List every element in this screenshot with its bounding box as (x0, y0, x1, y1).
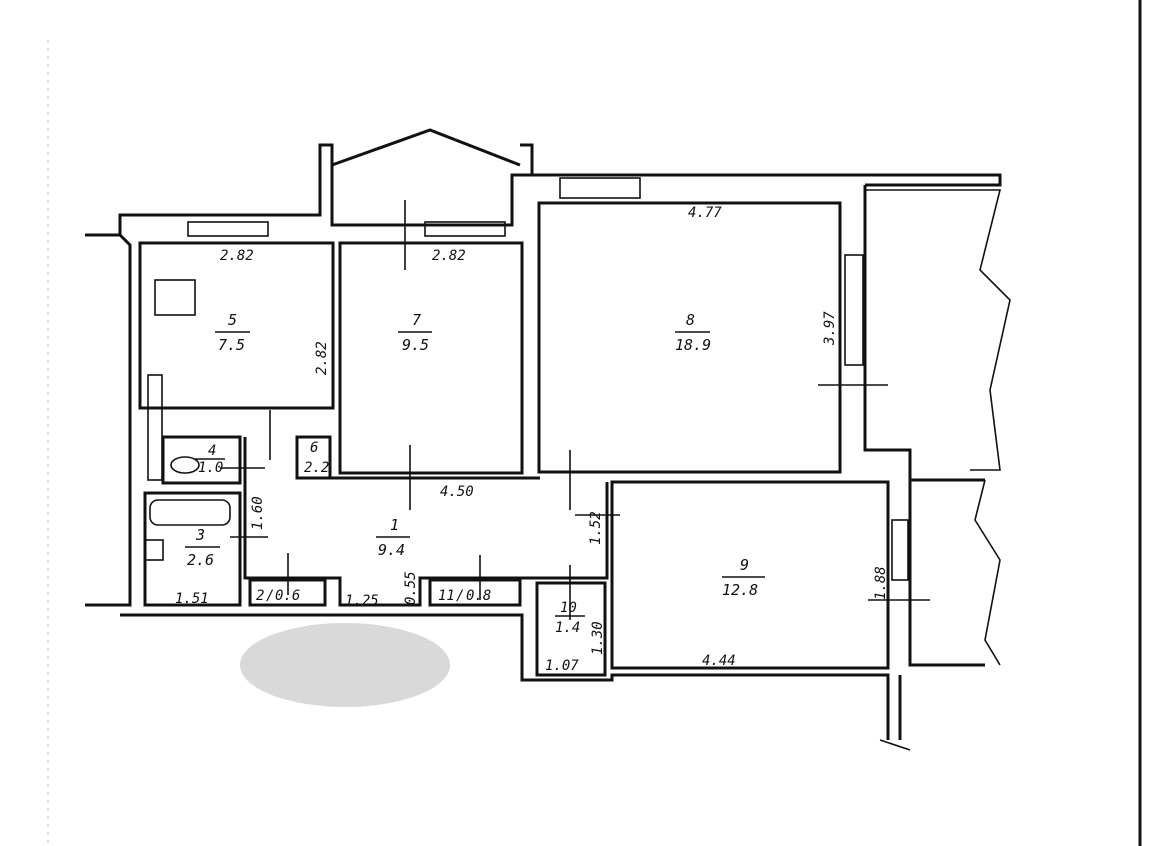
svg-text:10: 10 (560, 600, 577, 616)
svg-text:5: 5 (228, 311, 237, 329)
room-10-label: 101.4 (555, 600, 585, 636)
room-9-outline (610, 480, 890, 670)
svg-text:0.6: 0.6 (275, 588, 300, 604)
stove-icon (154, 279, 196, 316)
svg-text:0.55: 0.55 (403, 571, 419, 605)
svg-text:1.88: 1.88 (873, 566, 889, 600)
svg-text:9.4: 9.4 (378, 541, 405, 559)
svg-text:3: 3 (195, 526, 205, 544)
svg-text:/: / (266, 588, 274, 604)
room-8-outline (537, 201, 842, 474)
svg-text:1.52: 1.52 (588, 511, 604, 545)
room-7-outline (338, 241, 524, 475)
room-6-label: 62.2 (304, 440, 329, 476)
counter-icon (147, 374, 163, 481)
room-1-label: 19.4 (376, 516, 410, 559)
svg-text:4.50: 4.50 (440, 484, 474, 500)
svg-text:1.0: 1.0 (198, 460, 223, 476)
svg-text:2: 2 (256, 588, 264, 604)
svg-text:1.51: 1.51 (175, 591, 209, 607)
dimension-labels: 2.82 2.82 2.82 4.77 3.97 4.50 1.52 1.60 … (175, 205, 889, 674)
svg-text:2.82: 2.82 (314, 341, 330, 375)
room-labels: 57.5 79.5 818.9 912.8 19.4 32.6 41.0 62.… (185, 311, 765, 636)
svg-text:2.82: 2.82 (220, 248, 254, 264)
room-4-label: 41.0 (195, 443, 225, 476)
room-3-outline (143, 491, 242, 607)
svg-text:2.2: 2.2 (304, 460, 329, 476)
svg-text:2.6: 2.6 (187, 551, 214, 569)
svg-text:4.44: 4.44 (702, 653, 736, 669)
room-6-outline (295, 435, 332, 480)
svg-text:4: 4 (208, 443, 216, 459)
room-4-outline (161, 435, 242, 485)
svg-text:11: 11 (438, 588, 455, 604)
svg-text:1: 1 (390, 516, 399, 534)
svg-text:1.25: 1.25 (345, 593, 379, 609)
interior-rooms (85, 177, 930, 677)
smudge (240, 623, 450, 707)
room-9-label: 912.8 (722, 556, 765, 599)
bathtub-icon (149, 499, 231, 526)
svg-text:1.07: 1.07 (545, 658, 579, 674)
room-5-outline (138, 241, 335, 410)
room-10-outline (535, 581, 607, 677)
svg-text:1.30: 1.30 (590, 621, 606, 655)
svg-text:2.82: 2.82 (432, 248, 466, 264)
svg-text:7: 7 (412, 311, 421, 329)
room-7-label: 79.5 (398, 311, 432, 354)
svg-text:1.4: 1.4 (555, 620, 580, 636)
svg-text:1.60: 1.60 (250, 496, 266, 530)
svg-text:6: 6 (310, 440, 318, 456)
svg-text:9.5: 9.5 (402, 336, 429, 354)
svg-text:0.8: 0.8 (466, 588, 491, 604)
svg-text:/: / (456, 588, 464, 604)
exterior-walls (85, 128, 1011, 751)
toilet-icon (170, 456, 200, 474)
svg-text:7.5: 7.5 (218, 336, 245, 354)
svg-text:18.9: 18.9 (675, 336, 711, 354)
room-2-label: 2/0.6 (256, 588, 300, 604)
svg-text:8: 8 (686, 311, 695, 329)
svg-text:4.77: 4.77 (688, 205, 722, 221)
room-11-label: 11/0.8 (438, 588, 491, 604)
svg-text:3.97: 3.97 (822, 311, 838, 346)
room-11-outline (428, 578, 522, 607)
room-5-label: 57.5 (215, 311, 250, 354)
room-8-label: 818.9 (675, 311, 711, 354)
sink-icon (144, 539, 164, 561)
room-3-label: 32.6 (185, 526, 220, 569)
svg-text:12.8: 12.8 (722, 581, 758, 599)
svg-text:9: 9 (740, 556, 749, 574)
